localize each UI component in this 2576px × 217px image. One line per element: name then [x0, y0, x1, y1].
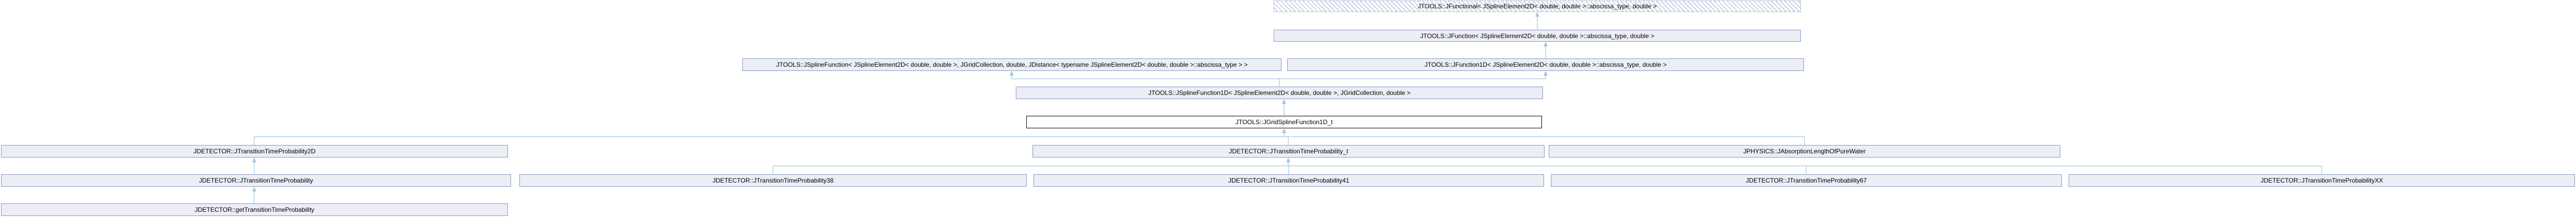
- node-jtransitiontimeprobability-t-label: JDETECTOR::JTransitionTimeProbability_t: [1229, 148, 1348, 155]
- node-jtransitiontimeprobability41[interactable]: JDETECTOR::JTransitionTimeProbability41: [1034, 174, 1544, 187]
- node-jfunction[interactable]: JTOOLS::JFunction< JSplineElement2D< dou…: [1274, 30, 1801, 42]
- node-gettransitiontimeprobability-label: JDETECTOR::getTransitionTimeProbability: [194, 206, 315, 213]
- node-jsplinefunction1d-label: JTOOLS::JSplineFunction1D< JSplineElemen…: [1148, 89, 1411, 97]
- node-jtransitiontimeprobability38-label: JDETECTOR::JTransitionTimeProbability38: [712, 177, 834, 184]
- node-jgridsplinefunction1d-t: JTOOLS::JGridSplineFunction1D_t: [1026, 116, 1542, 128]
- node-jsplinefunction1d[interactable]: JTOOLS::JSplineFunction1D< JSplineElemen…: [1016, 87, 1543, 99]
- node-jtransitiontimeprobability-label: JDETECTOR::JTransitionTimeProbability: [199, 177, 313, 184]
- node-jtransitiontimeprobability41-label: JDETECTOR::JTransitionTimeProbability41: [1228, 177, 1350, 184]
- node-jtransitiontimeprobability67-label: JDETECTOR::JTransitionTimeProbability67: [1746, 177, 1867, 184]
- node-jtransitiontimeprobability67[interactable]: JDETECTOR::JTransitionTimeProbability67: [1551, 174, 2062, 187]
- node-jabsorptionlengthofpurewater[interactable]: JPHYSICS::JAbsorptionLengthOfPureWater: [1549, 145, 2060, 158]
- node-jtransitiontimeprobabilityxx[interactable]: JDETECTOR::JTransitionTimeProbabilityXX: [2069, 174, 2575, 187]
- node-jgridsplinefunction1d-t-label: JTOOLS::JGridSplineFunction1D_t: [1235, 118, 1333, 126]
- node-gettransitiontimeprobability[interactable]: JDETECTOR::getTransitionTimeProbability: [1, 203, 508, 216]
- node-jtransitiontimeprobabilityxx-label: JDETECTOR::JTransitionTimeProbabilityXX: [2260, 177, 2383, 184]
- node-jfunction1d[interactable]: JTOOLS::JFunction1D< JSplineElement2D< d…: [1287, 58, 1804, 71]
- node-jsplinefunction-label: JTOOLS::JSplineFunction< JSplineElement2…: [776, 61, 1248, 68]
- node-jtransitiontimeprobability-t[interactable]: JDETECTOR::JTransitionTimeProbability_t: [1032, 145, 1545, 158]
- node-jtransitiontimeprobability2d-label: JDETECTOR::JTransitionTimeProbability2D: [193, 148, 316, 155]
- node-jtransitiontimeprobability38[interactable]: JDETECTOR::JTransitionTimeProbability38: [519, 174, 1027, 187]
- node-jabsorptionlengthofpurewater-label: JPHYSICS::JAbsorptionLengthOfPureWater: [1743, 148, 1866, 155]
- node-jfunction1d-label: JTOOLS::JFunction1D< JSplineElement2D< d…: [1424, 61, 1667, 68]
- node-jtransitiontimeprobability2d[interactable]: JDETECTOR::JTransitionTimeProbability2D: [1, 145, 508, 158]
- node-jfunctional: JTOOLS::JFunctional< JSplineElement2D< d…: [1274, 1, 1801, 12]
- node-jfunctional-label: JTOOLS::JFunctional< JSplineElement2D< d…: [1417, 3, 1657, 10]
- node-jsplinefunction[interactable]: JTOOLS::JSplineFunction< JSplineElement2…: [742, 58, 1281, 71]
- node-jfunction-label: JTOOLS::JFunction< JSplineElement2D< dou…: [1420, 32, 1654, 40]
- node-jtransitiontimeprobability[interactable]: JDETECTOR::JTransitionTimeProbability: [1, 174, 511, 187]
